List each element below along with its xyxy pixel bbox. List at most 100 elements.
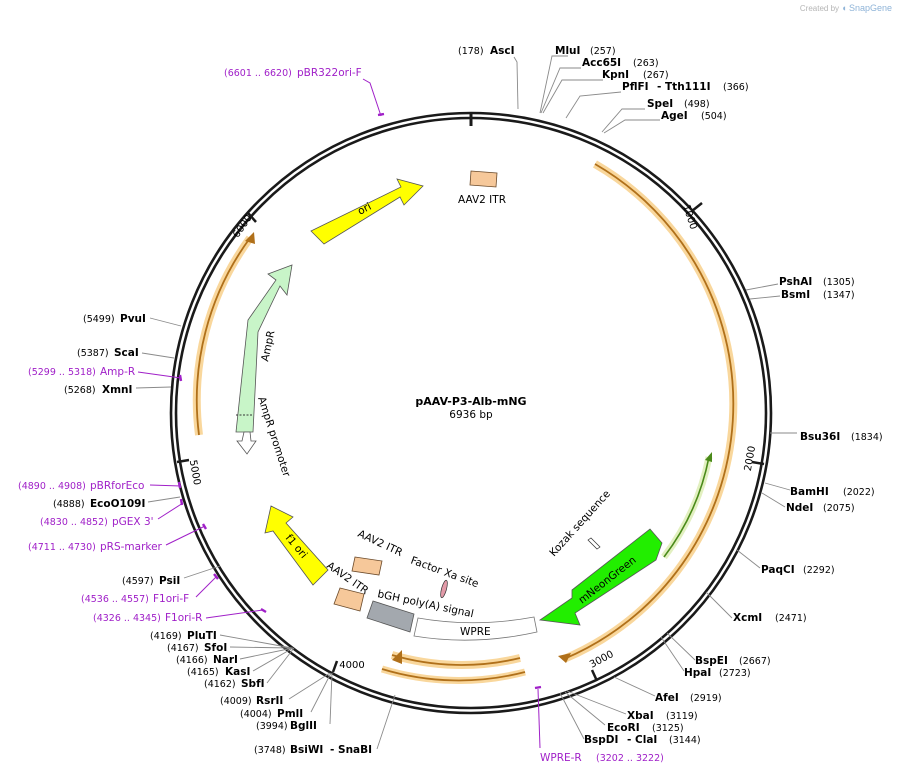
plasmid-size: 6936 bp — [449, 409, 493, 421]
leader-scaI — [141, 352, 175, 359]
primer-label-prs-marker: (4711 .. 4730)pRS-marker — [28, 541, 163, 553]
site-label-pluTI: (4169)PluTI — [150, 630, 217, 642]
site-name: PmlI — [277, 708, 303, 720]
site-label-afeI: AfeI(2919) — [655, 692, 722, 704]
leader-narI — [239, 647, 294, 660]
leader-pvuI — [149, 317, 182, 327]
site-name: MluI — [555, 45, 580, 57]
site-label-hpaI: HpaI(2723) — [684, 667, 751, 679]
primer-pos: (4536 .. 4557) — [81, 594, 149, 605]
site-name: BsiWI — [290, 744, 323, 756]
primer-leader-pbr322ori-f — [362, 78, 382, 117]
primer-mark-pbr322ori-f — [377, 112, 385, 117]
credit-prefix: Created by — [799, 4, 840, 13]
site-label-ecoO109I: (4888)EcoO109I — [53, 498, 145, 510]
site-pos: (2723) — [719, 668, 751, 679]
site-label-kasI: (4165)KasI — [187, 666, 250, 678]
primer-leader-f1ori-f — [195, 575, 218, 598]
site-pos: (2667) — [739, 656, 771, 667]
leader-bamHI — [764, 482, 791, 491]
site-name: PvuI — [120, 313, 146, 325]
primer-name: pGEX 3' — [112, 516, 154, 528]
site-label-acc65I: Acc65I(263) — [582, 57, 659, 69]
leader-ndeI — [761, 492, 786, 508]
site-pos: (3119) — [666, 711, 698, 722]
site-name-extra: - ClaI — [627, 734, 657, 746]
primer-leader-f1ori-r — [205, 609, 264, 619]
site-name: BsmI — [781, 289, 810, 301]
site-label-mluI: MluI(257) — [555, 45, 616, 57]
site-label-bglII: (3994)BglII — [256, 720, 317, 732]
site-label-speI: SpeI(498) — [647, 98, 710, 110]
leader-speI — [601, 108, 645, 133]
site-pos: (4004) — [240, 709, 272, 720]
primer-leader-lines — [137, 78, 541, 749]
leader-xbaI — [566, 690, 627, 715]
label-ori: ori — [356, 201, 374, 218]
site-label-bsiWI: (3748)BsiWI- SnaBI — [254, 744, 372, 756]
site-name: XcmI — [733, 612, 762, 624]
orf-arc-left — [192, 232, 255, 436]
site-leader-lines — [135, 55, 797, 750]
site-pos: (2022) — [843, 487, 875, 498]
primer-pos: (4326 .. 4345) — [93, 613, 161, 624]
primer-pos: (3202 .. 3222) — [596, 753, 664, 764]
site-pos: (3144) — [669, 735, 701, 746]
tick-mark-4000 — [331, 660, 339, 673]
leader-pluTI — [219, 634, 293, 649]
orf-arc-right — [558, 160, 738, 663]
leader-rsrII — [288, 672, 331, 700]
factor-xa-site-shape — [440, 579, 448, 599]
tick-label-3000: 3000 — [588, 649, 616, 671]
primer-mark-f1ori-f — [213, 573, 219, 580]
site-label-pmlI: (4004) PmlI — [240, 708, 303, 720]
tick-mark-2000 — [751, 460, 765, 466]
site-name: KpnI — [602, 69, 629, 81]
leader-afeI — [613, 676, 656, 697]
site-name: XbaI — [627, 710, 654, 722]
leader-acc65I — [540, 67, 581, 114]
primer-leader-wpre-r — [537, 688, 541, 749]
label-aav2-itr-b1: AAV2 ITR — [356, 528, 405, 559]
leader-sbfI — [266, 647, 295, 684]
primer-marks — [177, 112, 542, 690]
leader-sfoI — [229, 646, 293, 649]
orf-arc-bottom-1 — [390, 650, 521, 669]
site-label-sbfI: (4162)SbfI — [204, 678, 265, 690]
site-name: AgeI — [661, 110, 688, 122]
site-pos: (5499) — [83, 314, 115, 325]
site-pos: (5387) — [77, 348, 109, 359]
tick-label-5000: 5000 — [187, 459, 202, 486]
site-pos: (4169) — [150, 631, 182, 642]
site-label-ageI: AgeI(504) — [661, 110, 727, 122]
site-pos: (366) — [723, 82, 749, 93]
site-pos: (1834) — [851, 432, 883, 443]
primer-label-pgex3: (4830 .. 4852)pGEX 3' — [40, 516, 154, 528]
ori-arrow — [310, 178, 424, 245]
site-pos: (4166) — [176, 655, 208, 666]
primer-mark-pgex3 — [179, 498, 184, 506]
site-pos: (5268) — [64, 385, 96, 396]
leader-ecoO109I — [147, 496, 181, 503]
leader-ecoRI — [564, 691, 606, 726]
primer-pos: (4711 .. 4730) — [28, 542, 96, 553]
primer-name: F1ori-F — [153, 593, 189, 605]
leader-bspDI — [559, 692, 585, 740]
leader-pmlI — [310, 672, 332, 713]
site-label-ecoRI: EcoRI(3125) — [607, 722, 684, 734]
site-name: BspEI — [695, 655, 728, 667]
site-label-pvuI: (5499) PvuI — [83, 313, 146, 325]
site-name: NarI — [213, 654, 238, 666]
site-pos: (4597) — [122, 576, 154, 587]
bgh-poly-a-shape — [366, 600, 415, 633]
primer-label-f1ori-f: (4536 .. 4557) F1ori-F — [81, 593, 189, 605]
leader-pflfi — [565, 91, 622, 119]
ampr-arrow — [235, 264, 293, 433]
leader-xmnI — [135, 386, 172, 389]
site-name: Acc65I — [582, 57, 621, 69]
site-pos: (4162) — [204, 679, 236, 690]
site-pos: (3748) — [254, 745, 286, 756]
site-pos: (2919) — [690, 693, 722, 704]
site-label-xbaI: XbaI (3119) — [627, 710, 698, 722]
aav2-itr-top-shape — [469, 170, 498, 188]
